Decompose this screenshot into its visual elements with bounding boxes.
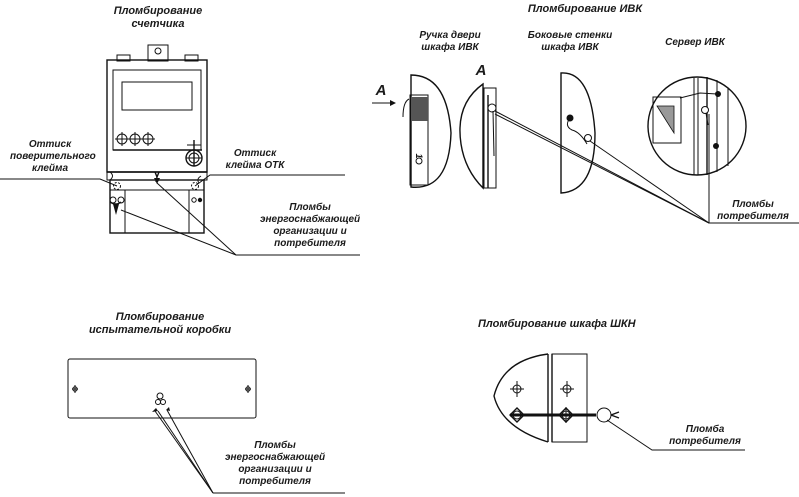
- meter-seals-label: Пломбы энергоснабжающей организации и по…: [260, 202, 360, 250]
- door-handle-label-line1: Ручка двери: [419, 30, 481, 41]
- server-label: Сервер ИВК: [665, 37, 725, 48]
- meter-cover-screw: [185, 140, 203, 167]
- ivk-seals-line2: потребителя: [717, 211, 789, 222]
- view-marker-a-side: A: [475, 62, 487, 79]
- verification-stamp-label: Оттиск поверительного клейма: [10, 139, 96, 175]
- shkn-door-curve: [493, 353, 549, 443]
- server-screw-top: [715, 91, 721, 97]
- side-wall-outline: [560, 72, 596, 194]
- test-box-drawing: [67, 358, 345, 494]
- test-box-seals-line1: Пломбы: [254, 440, 296, 451]
- shkn-leader-line: [606, 419, 745, 451]
- handle-side-profile: [459, 82, 484, 190]
- shkn-cabinet-drawing: [493, 353, 745, 451]
- test-box-seals-line4: потребителя: [239, 476, 311, 487]
- server-screw-bottom: [713, 143, 719, 149]
- otk-stamp-mark: [191, 182, 199, 190]
- side-walls-label-line1: Боковые стенки: [527, 30, 613, 41]
- shkn-seal-line2: потребителя: [669, 436, 741, 447]
- test-box-seal: [152, 392, 170, 412]
- door-handle-label: Ручка двери шкафа ИВК: [410, 30, 490, 54]
- meter-terminals: [115, 132, 155, 146]
- side-walls-label: Боковые стенки шкафа ИВК: [520, 30, 620, 54]
- shkn-seal-line1: Пломба: [685, 424, 725, 435]
- meter-title-line1: Пломбирование: [113, 5, 203, 17]
- ivk-seals-line1: Пломбы: [732, 199, 774, 210]
- test-box-title-line2: испытательной коробки: [88, 324, 232, 336]
- ivk-server-drawing: [647, 76, 747, 176]
- verification-stamp-mark: [113, 182, 121, 190]
- otk-stamp-label: Оттиск клейма ОТК: [220, 148, 290, 172]
- door-handle-front: [410, 74, 452, 188]
- ivk-leader-lines: [494, 110, 799, 224]
- test-box-screw-left: [72, 385, 78, 393]
- verification-label-line1: Оттиск: [28, 139, 72, 150]
- test-box-outline: [67, 358, 257, 419]
- shkn-body: [551, 353, 588, 443]
- meter-center-seal: [154, 171, 160, 184]
- ivk-section-title: Пломбирование ИВК: [527, 3, 643, 15]
- meter-cover-seal: [109, 196, 125, 215]
- meter-top-tab-right: [184, 54, 199, 62]
- handle-bar: [409, 94, 429, 186]
- meter-seals-line2: энергоснабжающей: [260, 214, 361, 225]
- shkn-consumer-seal: [596, 407, 612, 423]
- handle-mark: 1: [414, 153, 424, 159]
- handle-lock-shading: [411, 97, 428, 121]
- meter-seals-line1: Пломбы: [289, 202, 331, 213]
- test-box-screw-right: [245, 385, 251, 393]
- meter-display: [121, 81, 193, 111]
- meter-body: [106, 59, 208, 173]
- meter-terminal-cover: [109, 179, 205, 234]
- shkn-screw-top-right: [560, 381, 574, 397]
- meter-seals-line3: организации и: [273, 226, 347, 237]
- handle-side-bar: [483, 87, 497, 189]
- server-seal: [701, 106, 709, 114]
- ivk-side-wall-drawing: [560, 72, 596, 194]
- shkn-seal-wire: [509, 407, 620, 423]
- handle-keyhole: [415, 157, 423, 165]
- ivk-seals-label: Пломбы потребителя: [708, 199, 798, 223]
- meter-title-line2: счетчика: [131, 18, 185, 30]
- server-detail-circle: [647, 76, 747, 176]
- side-wall-wire: [566, 117, 588, 145]
- test-box-seals-line3: организации и: [238, 464, 312, 475]
- ivk-handle-side-view: [459, 82, 497, 190]
- meter-top-tab-left: [116, 54, 131, 62]
- view-marker-a: A: [375, 82, 387, 99]
- verification-label-line2: поверительного: [10, 151, 96, 162]
- test-box-section-title: Пломбирование испытательной коробки: [70, 311, 250, 337]
- side-wall-seal: [584, 134, 592, 142]
- side-walls-label-line2: шкафа ИВК: [541, 42, 599, 53]
- shkn-screw-top-left: [510, 381, 524, 397]
- server-panel-shading: [656, 105, 675, 135]
- test-box-seals-label: Пломбы энергоснабжающей организации и по…: [225, 440, 325, 488]
- meter-hanger-hole: [154, 47, 162, 55]
- server-panel: [652, 96, 682, 144]
- meter-hook-left: [109, 171, 113, 181]
- meter-hook-right: [197, 175, 202, 184]
- shkn-seal-label: Пломба потребителя: [665, 424, 745, 448]
- test-box-title-line1: Пломбирование: [115, 311, 205, 323]
- meter-terminal-inner: [124, 189, 190, 234]
- ivk-door-handle-drawing: [372, 74, 452, 188]
- meter-leader-lines: [0, 174, 360, 256]
- meter-seals-line4: потребителя: [274, 238, 346, 249]
- meter-hanger: [147, 44, 169, 62]
- handle-seal-wire: [402, 98, 410, 118]
- meter-drawing: [106, 44, 208, 234]
- handle-side-seal: [487, 103, 497, 113]
- shkn-section-title: Пломбирование шкафа ШКН: [478, 318, 636, 330]
- otk-label-line2: клейма ОТК: [225, 160, 285, 171]
- server-seal-wire: [679, 92, 718, 99]
- door-handle-label-line2: шкафа ИВК: [421, 42, 479, 53]
- meter-section-title: Пломбирование счетчика: [108, 5, 208, 31]
- otk-label-line1: Оттиск: [233, 148, 277, 159]
- verification-label-line3: клейма: [31, 163, 69, 174]
- test-box-seals-line2: энергоснабжающей: [225, 452, 326, 463]
